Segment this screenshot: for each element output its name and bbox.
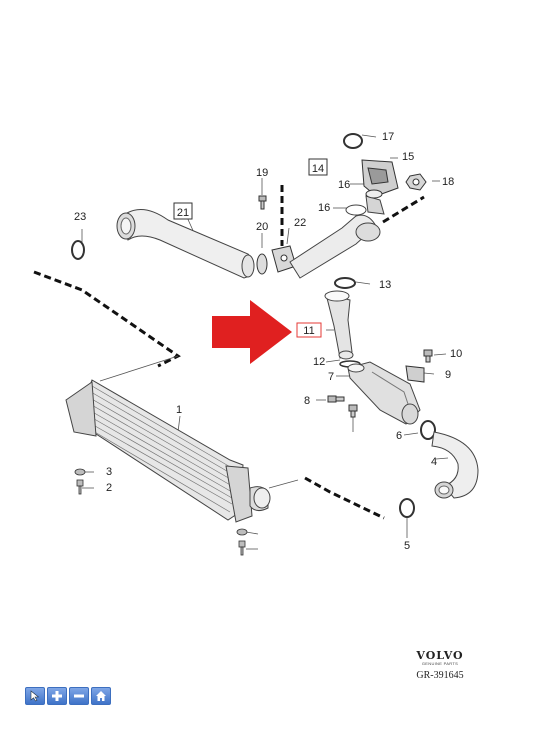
cursor-icon <box>30 690 40 702</box>
callout-box <box>296 322 322 338</box>
callout-13: 13 <box>379 279 391 291</box>
boxed-callout-21: 21 <box>173 202 193 220</box>
callout-8: 8 <box>304 395 310 407</box>
callout-box <box>173 202 193 220</box>
boxed-callout-11: 11 <box>296 322 322 338</box>
callout-number: 21 <box>177 207 189 219</box>
upper-pipe <box>289 195 385 279</box>
callout-5: 5 <box>404 540 410 552</box>
pipe-11 <box>324 290 354 360</box>
home-button[interactable] <box>91 687 111 705</box>
callout-16-second: 16 <box>318 202 330 214</box>
callout-2: 2 <box>106 482 112 494</box>
callout-box <box>308 158 328 176</box>
callout-9: 9 <box>445 369 451 381</box>
highlight-arrow <box>212 300 292 364</box>
callout-1: 1 <box>176 404 182 416</box>
diagram-reference: GR-391645 <box>416 670 464 681</box>
bolt-10 <box>423 349 433 363</box>
bracket-9 <box>405 365 425 383</box>
valve-15 <box>361 159 399 199</box>
callout-17: 17 <box>382 131 394 143</box>
clamp-22 <box>256 253 268 275</box>
o-ring-6 <box>420 420 436 440</box>
o-ring-17 <box>343 133 363 149</box>
bolt-20 <box>258 195 267 210</box>
callout-22: 22 <box>294 217 306 229</box>
home-icon <box>96 691 106 701</box>
o-ring-23 <box>71 240 85 260</box>
callout-7: 7 <box>328 371 334 383</box>
callout-number: 11 <box>303 325 314 337</box>
zoom-toolbar <box>25 687 111 705</box>
callout-10: 10 <box>450 348 462 360</box>
intercooler-fasteners <box>74 468 248 556</box>
hose-21 <box>116 209 255 279</box>
zoom-in-icon <box>52 691 62 701</box>
callout-20: 20 <box>256 221 268 233</box>
boxed-callout-labels: 11 14 21 <box>173 158 328 338</box>
callout-15: 15 <box>402 151 414 163</box>
intercooler <box>65 379 271 523</box>
pipe-7 <box>347 361 421 425</box>
select-button[interactable] <box>25 687 45 705</box>
callout-16: 16 <box>338 179 350 191</box>
bolts-8 <box>327 395 358 418</box>
zoom-in-button[interactable] <box>47 687 67 705</box>
leader-lines <box>81 134 449 550</box>
callout-3: 3 <box>106 466 112 478</box>
brand-logo: VOLVO <box>416 649 464 662</box>
dashed-routing-lines <box>33 185 425 520</box>
callout-18: 18 <box>442 176 454 188</box>
callout-19: 19 <box>256 167 268 179</box>
o-ring-5 <box>399 498 415 518</box>
nut-19 <box>405 173 427 191</box>
zoom-out-icon <box>74 694 84 698</box>
hose-4 <box>431 431 479 499</box>
callout-23: 23 <box>74 211 86 223</box>
boxed-callout-14: 14 <box>308 158 328 176</box>
callout-number: 14 <box>312 163 324 175</box>
callout-6: 6 <box>396 430 402 442</box>
brand-subtitle: GENUINE PARTS <box>421 661 459 666</box>
bracket-18 <box>271 245 297 273</box>
callout-12: 12 <box>313 356 325 368</box>
zoom-out-button[interactable] <box>69 687 89 705</box>
o-ring-13 <box>334 277 356 289</box>
callout-4: 4 <box>431 456 437 468</box>
